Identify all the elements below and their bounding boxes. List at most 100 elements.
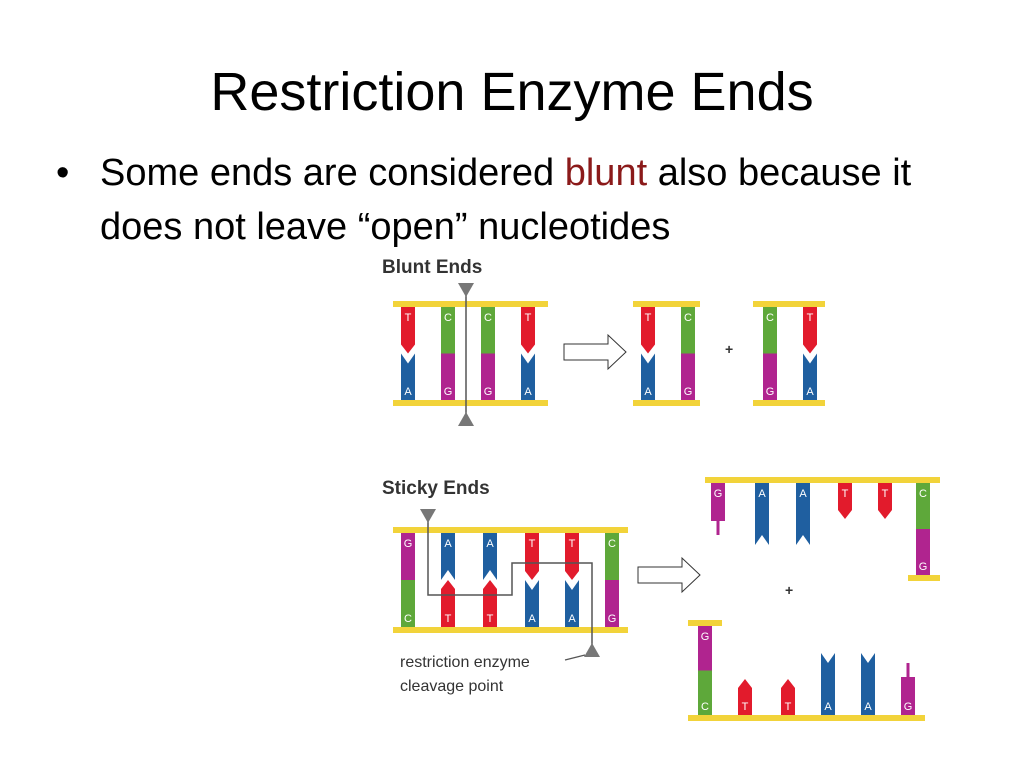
sticky-fragment-bottom-pair-1-top <box>698 626 712 671</box>
sticky-pair-3-bottom-letter: T <box>487 613 494 625</box>
blunt-highlight: blunt <box>564 152 648 194</box>
sticky-pair-2-top <box>441 533 455 580</box>
sticky-fragment-top-base-4 <box>838 483 852 519</box>
blunt-pair-4-bottom <box>521 353 535 400</box>
bullet-text-after: also because it does not leave “open” nu… <box>100 152 912 248</box>
blunt-pair-4-bottom-letter: A <box>524 386 532 398</box>
sticky-pair-1-top <box>401 533 415 580</box>
blunt-pair-2-bottom-letter: G <box>444 386 453 398</box>
sticky-fragment-top-pair-6-bottom-letter: G <box>919 561 928 573</box>
sticky-fragment-bottom-pair-1-bottom-letter: C <box>701 701 709 713</box>
sticky-fragment-bottom-base-2-letter: T <box>742 701 749 713</box>
sticky-fragment-top-base-2-letter: A <box>758 488 766 500</box>
blunt-fragment-left-pair-1-top <box>641 307 655 354</box>
sticky-cleavage-path <box>427 516 593 650</box>
sticky-fragment-bottom-base-4 <box>821 653 835 715</box>
sticky-pair-6-top <box>605 533 619 580</box>
sticky-fragment-top-base-4-letter: T <box>842 488 849 500</box>
blunt-pair-3-bottom <box>481 353 495 400</box>
blunt-fragment-right-pair-4-bottom-letter: A <box>806 386 814 398</box>
sticky-fragment-bottom-base-4-letter: A <box>824 701 832 713</box>
blunt-pair-2-bottom <box>441 353 455 400</box>
sticky-top-strand <box>393 527 628 533</box>
blunt-fragment-left-pair-1-bottom <box>641 353 655 400</box>
blunt-pair-1-top-letter: T <box>405 312 412 324</box>
cleavage-label-pointer <box>564 654 586 661</box>
blunt-pair-2-top-letter: C <box>444 312 452 324</box>
blunt-fragment-left-pair-1-bottom-letter: A <box>644 386 652 398</box>
sticky-fragment-top-base-5 <box>878 483 892 519</box>
blunt-fragment-left-pair-2-top-letter: C <box>684 312 692 324</box>
blunt-fragment-right-pair-4-top-letter: T <box>807 312 814 324</box>
sticky-ends-label: Sticky Ends <box>382 478 490 499</box>
sticky-fragment-top-base-1 <box>711 483 725 521</box>
sticky-fragment-bottom-base-6-letter: G <box>904 701 913 713</box>
blunt-bottom-strand <box>393 400 548 406</box>
sticky-pair-2-bottom <box>441 580 455 627</box>
sticky-fragment-top-pair-6-bottom <box>916 529 930 575</box>
sticky-pair-2-bottom-letter: T <box>445 613 452 625</box>
sticky-fragment-bottom-base-6 <box>901 677 915 715</box>
blunt-fragment-right-bottom-strand <box>753 400 825 406</box>
slide-title: Restriction Enzyme Ends <box>210 62 814 122</box>
sticky-fragment-top-base-1-stub <box>716 521 720 535</box>
sticky-fragment-bottom-base-3-letter: T <box>785 701 792 713</box>
sticky-pair-1-top-letter: G <box>404 538 413 550</box>
sticky-pair-5-top-letter: T <box>569 538 576 550</box>
cleavage-label-line2: cleavage point <box>400 678 504 695</box>
sticky-cleavage-marker-top <box>420 509 436 523</box>
blunt-cleavage-marker-bottom <box>458 412 474 426</box>
blunt-pair-4-top-letter: T <box>525 312 532 324</box>
sticky-fragment-top-base-3-letter: A <box>799 488 807 500</box>
blunt-fragment-right-top-strand <box>753 301 825 307</box>
blunt-top-strand <box>393 301 548 307</box>
sticky-fragment-bottom-base-2 <box>738 679 752 715</box>
sticky-pair-2-top-letter: A <box>444 538 452 550</box>
sticky-pair-1-bottom-letter: C <box>404 613 412 625</box>
sticky-pair-1-bottom <box>401 580 415 627</box>
sticky-fragment-top-short-strand <box>908 575 940 581</box>
blunt-fragment-right-pair-4-bottom <box>803 353 817 400</box>
sticky-fragment-bottom-pair-1-top-letter: G <box>701 631 710 643</box>
bullet-dot: • <box>56 152 70 194</box>
blunt-fragment-right-pair-3-top-letter: C <box>766 312 774 324</box>
sticky-pair-3-bottom <box>483 580 497 627</box>
sticky-pair-3-top-letter: A <box>486 538 494 550</box>
blunt-fragment-right-pair-3-top <box>763 307 777 354</box>
sticky-fragment-bottom-base-5-letter: A <box>864 701 872 713</box>
sticky-reaction-arrow <box>637 556 701 594</box>
cleavage-label-line1: restriction enzyme <box>400 654 530 671</box>
sticky-pair-6-top-letter: C <box>608 538 616 550</box>
sticky-pair-5-top <box>565 533 579 580</box>
sticky-fragment-bottom-base-6-stub <box>906 663 910 677</box>
sticky-fragment-top-strand <box>705 477 940 483</box>
blunt-fragment-right-pair-3-bottom-letter: G <box>766 386 775 398</box>
sticky-fragment-bottom-short-strand <box>688 620 722 626</box>
sticky-fragment-top-base-2 <box>755 483 769 545</box>
blunt-reaction-arrow <box>563 333 627 371</box>
sticky-pair-6-bottom-letter: G <box>608 613 617 625</box>
blunt-pair-3-bottom-letter: G <box>484 386 493 398</box>
sticky-plus-sign: + <box>785 582 793 598</box>
bullet-point: • Some ends are considered blunt also be… <box>56 146 936 254</box>
bullet-text-before: Some ends are considered <box>100 152 565 194</box>
blunt-fragment-right-pair-4-top <box>803 307 817 354</box>
blunt-pair-1-bottom-letter: A <box>404 386 412 398</box>
sticky-pair-4-bottom <box>525 580 539 627</box>
blunt-pair-3-top-letter: C <box>484 312 492 324</box>
bullet-text: Some ends are considered blunt also beca… <box>100 146 936 254</box>
blunt-cleavage-marker-top <box>458 283 474 297</box>
sticky-pair-4-bottom-letter: A <box>528 613 536 625</box>
blunt-pair-1-top <box>401 307 415 354</box>
blunt-fragment-left-pair-2-bottom <box>681 353 695 400</box>
blunt-plus-sign: + <box>725 341 733 357</box>
sticky-fragment-top-base-3 <box>796 483 810 545</box>
sticky-fragment-top-base-5-letter: T <box>882 488 889 500</box>
blunt-pair-4-top <box>521 307 535 354</box>
sticky-fragment-bottom-strand <box>688 715 925 721</box>
sticky-fragment-top-pair-6-top <box>916 483 930 529</box>
sticky-fragment-top-base-1-letter: G <box>714 488 723 500</box>
sticky-pair-3-top <box>483 533 497 580</box>
blunt-ends-label: Blunt Ends <box>382 257 482 278</box>
sticky-pair-4-top <box>525 533 539 580</box>
